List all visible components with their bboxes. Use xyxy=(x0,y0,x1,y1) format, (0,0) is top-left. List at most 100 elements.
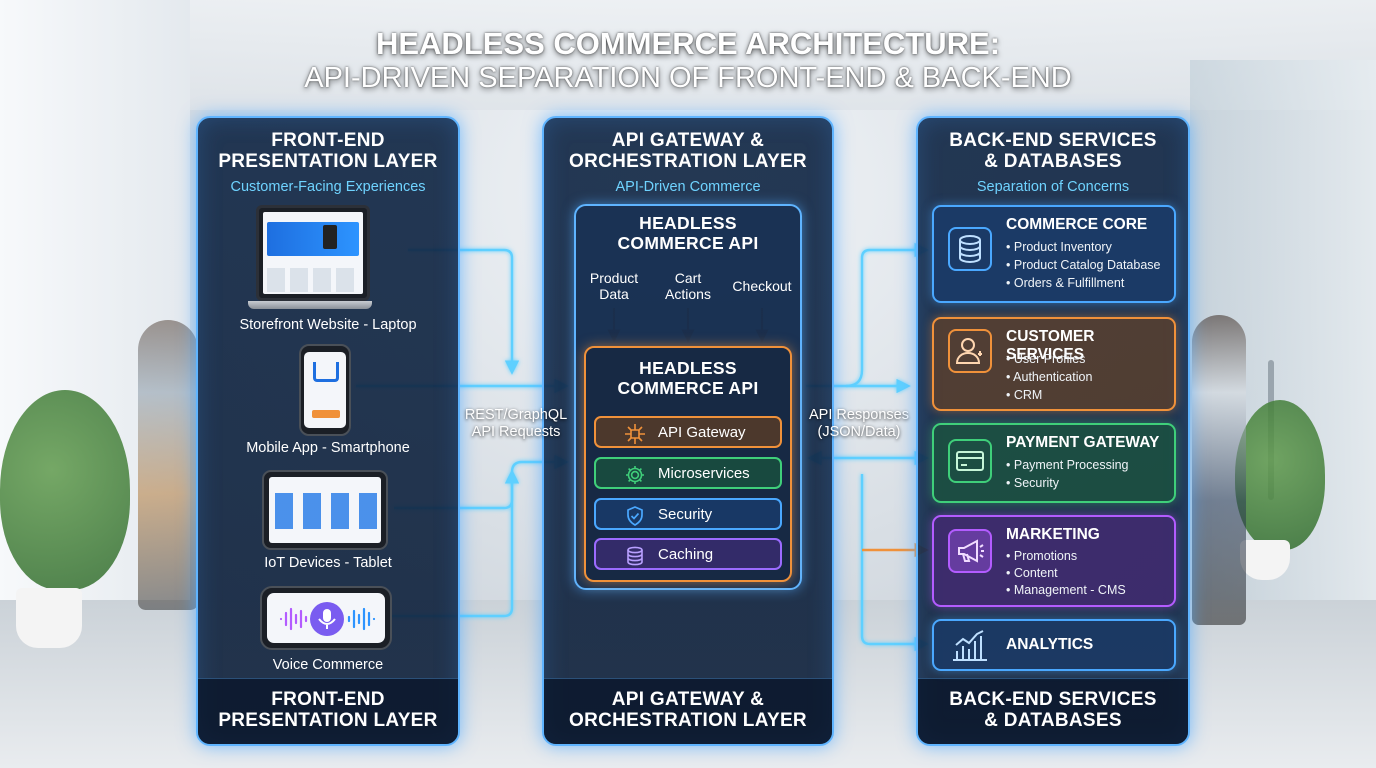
bar-chart-icon xyxy=(950,627,990,663)
gateway-footer: API GATEWAY & ORCHESTRATION LAYER xyxy=(544,678,832,744)
shield-icon xyxy=(627,506,643,526)
pot-left xyxy=(16,588,82,648)
plant-right xyxy=(1235,400,1325,550)
glass-wall-right xyxy=(1190,60,1376,660)
device-label-voice: Voice Commerce xyxy=(272,657,384,673)
tablet-products xyxy=(275,493,377,529)
gateway-footer-line2: ORCHESTRATION LAYER xyxy=(569,710,807,731)
laptop-screen xyxy=(256,205,370,301)
flow-requests-line2: API Requests xyxy=(471,424,561,440)
person-left xyxy=(138,320,198,610)
service-commerce-core: COMMERCE CORE Product Inventory Product … xyxy=(932,205,1176,303)
laptop-product-row xyxy=(267,268,359,292)
gateway-footer-line1: API GATEWAY & xyxy=(611,689,765,710)
layer-label-api-gateway: API Gateway xyxy=(658,424,746,441)
backend-footer-line1: BACK-END SERVICES xyxy=(949,689,1157,710)
service-item: User Profiles xyxy=(1006,350,1092,368)
main-subtitle: API-DRIVEN SEPARATION OF FRONT-END & BAC… xyxy=(304,62,1072,94)
layer-api-gateway: API Gateway xyxy=(594,416,782,448)
gateway-heading-line1: API GATEWAY & xyxy=(611,130,765,151)
flow-responses-line1: API Responses xyxy=(809,407,909,423)
door-handle xyxy=(1268,360,1274,500)
service-item: Content xyxy=(1006,565,1126,582)
outer-box-title-line1: HEADLESS xyxy=(639,213,737,233)
tablet-display xyxy=(269,477,381,543)
laptop-display xyxy=(263,212,363,294)
laptop-hero xyxy=(267,222,359,256)
circuit-chip-icon xyxy=(625,424,645,444)
backend-heading-line2: & DATABASES xyxy=(984,151,1122,172)
service-customer-services: CUSTOMER SERVICES User Profiles Authenti… xyxy=(932,317,1176,411)
service-items-payment-gateway: Payment Processing Security xyxy=(1006,456,1129,492)
service-item: Product Inventory xyxy=(1006,238,1160,256)
service-item: Product Catalog Database xyxy=(1006,256,1161,274)
service-title-commerce-core: COMMERCE CORE xyxy=(1006,216,1148,233)
laptop-base xyxy=(248,301,372,309)
layer-microservices: Microservices xyxy=(594,457,782,489)
input-label-checkout: Checkout xyxy=(732,278,792,294)
service-items-marketing: Promotions Content Management - CMS xyxy=(1006,548,1126,599)
database-icon xyxy=(948,227,992,271)
device-label-laptop: Storefront Website - Laptop xyxy=(239,317,417,333)
device-label-smartphone: Mobile App - Smartphone xyxy=(246,440,410,456)
backend-heading-line1: BACK-END SERVICES xyxy=(949,130,1157,151)
frontend-heading-line2: PRESENTATION LAYER xyxy=(218,151,438,172)
laptop-icon xyxy=(248,205,372,309)
megaphone-icon xyxy=(948,529,992,573)
service-item-continued: Management - CMS xyxy=(1006,582,1126,599)
frontend-footer-line1: FRONT-END xyxy=(271,689,385,710)
backend-subtitle: Separation of Concerns xyxy=(976,179,1130,195)
service-item: Payment Processing xyxy=(1006,456,1129,474)
voice-assistant-icon xyxy=(260,586,392,650)
service-item: Orders & Fulfillment xyxy=(1006,274,1160,292)
layer-label-microservices: Microservices xyxy=(658,465,750,482)
pot-right xyxy=(1240,540,1290,580)
smartphone-button xyxy=(312,410,340,418)
outer-box-title-line2: COMMERCE API xyxy=(617,233,759,253)
service-marketing: MARKETING Promotions Content Management … xyxy=(932,515,1176,607)
connector-out-core xyxy=(845,242,929,388)
backend-footer: BACK-END SERVICES & DATABASES xyxy=(918,678,1188,744)
service-items-customer-services: User Profiles Authentication CRM xyxy=(1006,350,1092,404)
smartphone-icon xyxy=(299,344,351,436)
main-title: HEADLESS COMMERCE ARCHITECTURE: xyxy=(375,26,1001,61)
window-left xyxy=(0,0,190,640)
service-title-marketing: MARKETING xyxy=(1006,526,1100,543)
person-right xyxy=(1192,315,1246,625)
layer-label-caching: Caching xyxy=(658,546,714,563)
layer-security: Security xyxy=(594,498,782,530)
input-label-product-line1: Product xyxy=(589,270,639,286)
frontend-footer-line2: PRESENTATION LAYER xyxy=(218,710,438,731)
service-item: Promotions xyxy=(1006,548,1126,565)
gateway-subtitle: API-Driven Commerce xyxy=(615,179,761,195)
gateway-heading-line2: ORCHESTRATION LAYER xyxy=(569,151,807,172)
smartphone-cart-icon xyxy=(313,362,339,382)
tablet-icon xyxy=(262,470,388,550)
frontend-footer: FRONT-END PRESENTATION LAYER xyxy=(198,678,458,744)
user-icon xyxy=(948,329,992,373)
service-item: Security xyxy=(1006,474,1129,492)
frontend-heading-line1: FRONT-END xyxy=(271,130,385,151)
service-title-analytics: ANALYTICS xyxy=(1006,636,1094,653)
credit-card-icon xyxy=(948,439,992,483)
service-title-payment-gateway: PAYMENT GATEWAY xyxy=(1006,434,1160,451)
layer-caching: Caching xyxy=(594,538,782,570)
service-item: Authentication xyxy=(1006,368,1092,386)
smartphone-display xyxy=(304,352,346,428)
frontend-subtitle: Customer-Facing Experiences xyxy=(230,179,426,195)
database-icon xyxy=(627,546,643,566)
voice-display xyxy=(267,593,385,643)
flow-requests-line1: REST/GraphQL xyxy=(464,407,568,423)
gear-icon xyxy=(626,466,644,484)
service-items-commerce-core: Product Inventory Product Catalog Databa… xyxy=(1006,238,1161,292)
input-label-product-line2: Data xyxy=(599,286,629,302)
service-payment-gateway: PAYMENT GATEWAY Payment Processing Secur… xyxy=(932,423,1176,503)
inner-box-title-line1: HEADLESS xyxy=(639,358,737,378)
input-label-cart-line2: Actions xyxy=(665,286,711,302)
backend-footer-line2: & DATABASES xyxy=(984,710,1122,731)
device-label-tablet: IoT Devices - Tablet xyxy=(264,555,392,571)
inner-box-title-line2: COMMERCE API xyxy=(617,378,759,398)
input-label-cart-line1: Cart xyxy=(674,270,702,286)
laptop-tablet-thumb xyxy=(323,225,337,249)
flow-responses-line2: (JSON/Data) xyxy=(817,424,901,440)
